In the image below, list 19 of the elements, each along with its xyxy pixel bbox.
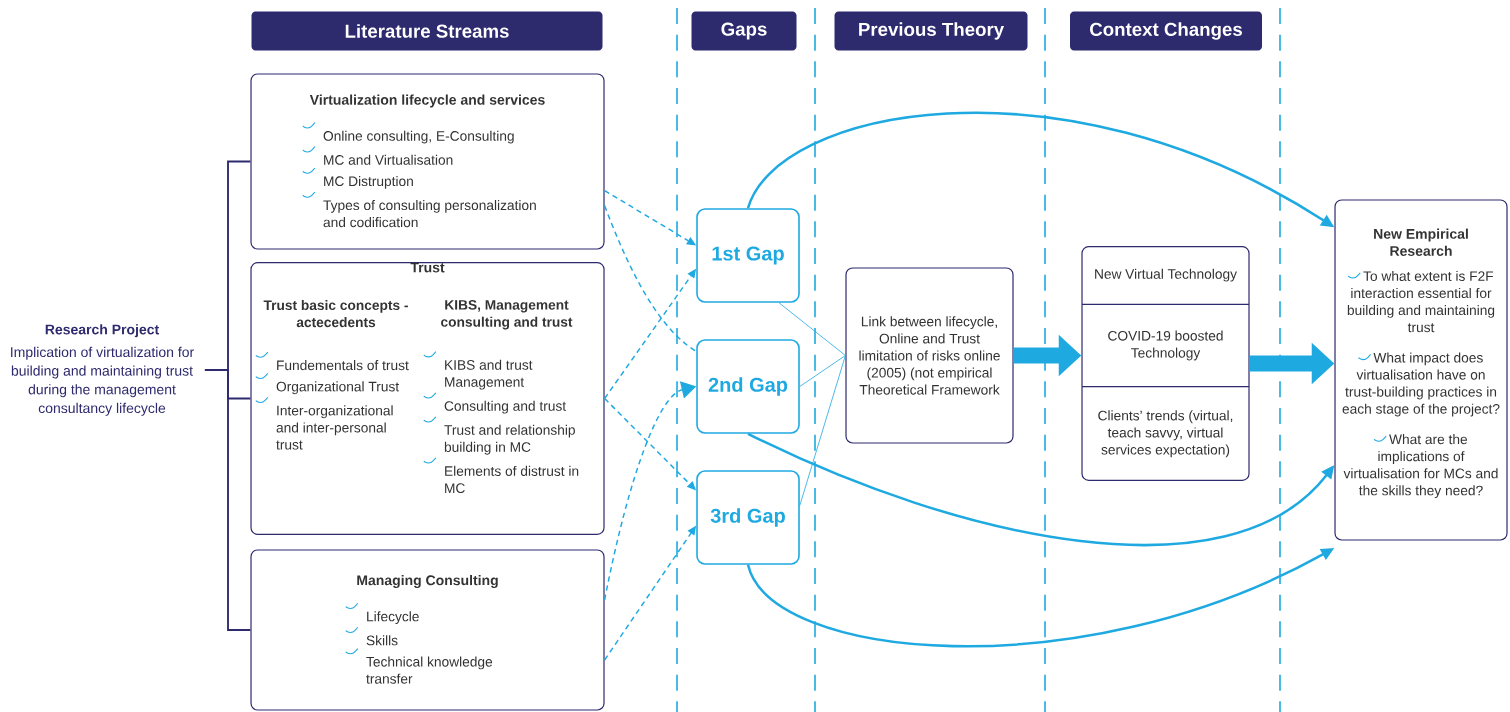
connector-line	[799, 355, 846, 387]
theory-box: Link between lifecycle, Online and Trust limitation of risks online (2005) (not empirical Theoretical Framework	[845, 267, 1014, 444]
column-header: Context Changes	[1070, 11, 1262, 51]
column-header: Literature Streams	[251, 11, 603, 51]
column-header: Previous Theory	[834, 11, 1028, 51]
bracket-line	[204, 369, 252, 631]
column-header: Gaps	[691, 11, 797, 51]
context-box: New Virtual Technology COVID-19 boosted Technology Clients’ trends (virtual, teach savvy, virtual services expectation)	[1081, 246, 1250, 481]
gap-box: 3rd Gap	[696, 470, 800, 565]
topic-box: Trust Trust basic concepts - actecedents Fundementals of trust Organizational Trust Inter-organizational and inter-personal trust KIBS, Management consulting and trust KIBS and trust Management Consulting and trust Trust and relationship building in MC Elements of distrust in MC	[250, 262, 605, 535]
project-text: Research Project Implication of virtualization for building and maintaining trust during the management consultancy lifecycle	[11, 324, 194, 416]
gap-box: 2nd Gap	[696, 339, 800, 434]
connector-line	[778, 302, 846, 356]
research-box: New Empirical Research To what extent is F2F interaction essential for building and maintaining trust What impact does virtualisation have on trust-building practices in each stage of the project? What are the implications of virtualisation for MCs and the skills they need?	[1334, 199, 1508, 541]
connector-line	[799, 355, 846, 506]
topic-box: Virtualization lifecycle and services Online consulting, E-Consulting MC and Virtualisation MC Distruption Types of consulting personalization and codification	[250, 73, 605, 250]
topic-box: Managing Consulting Lifecycle Skills Technical knowledge transfer	[250, 549, 605, 711]
gap-box: 1st Gap	[696, 208, 800, 303]
dashed-line	[603, 204, 697, 353]
